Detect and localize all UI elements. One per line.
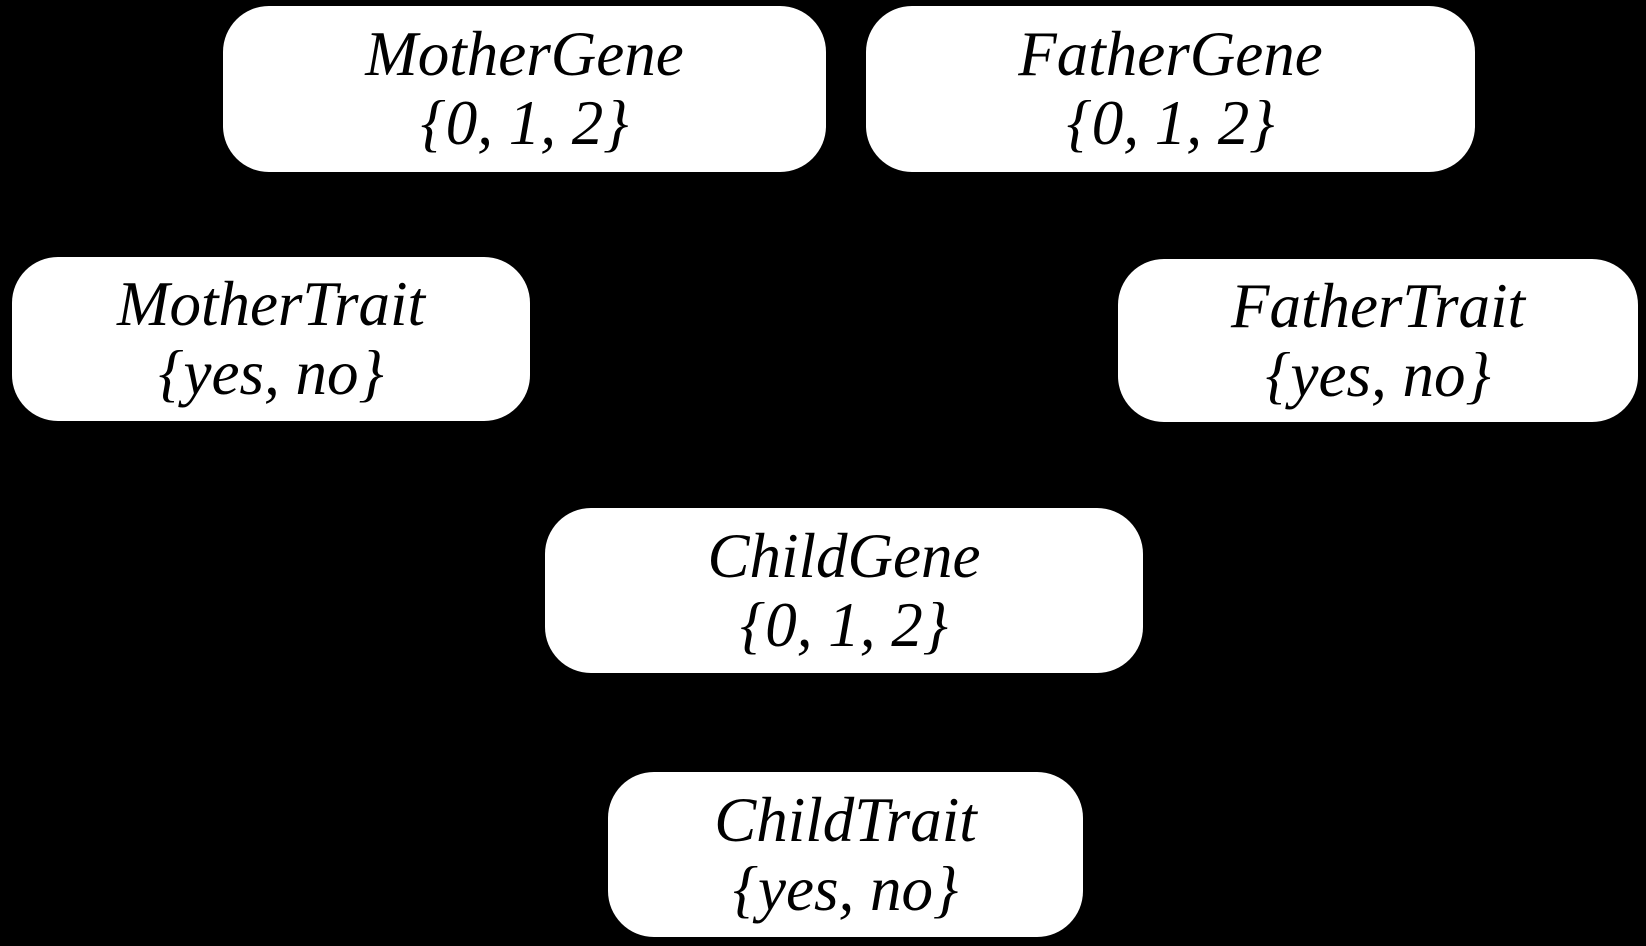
node-mother-trait[interactable]: MotherTrait {yes, no} (12, 257, 530, 421)
node-domain-values: {yes, no} (732, 853, 959, 924)
node-child-trait[interactable]: ChildTrait {yes, no} (608, 772, 1083, 937)
node-label: MotherTrait (116, 269, 426, 339)
node-domain-values: {0, 1, 2} (1066, 88, 1275, 158)
node-label: ChildTrait (714, 784, 977, 855)
node-mother-gene[interactable]: MotherGene {0, 1, 2} (223, 6, 826, 172)
node-father-gene[interactable]: FatherGene {0, 1, 2} (866, 6, 1475, 172)
node-label: ChildGene (707, 520, 981, 591)
node-domain-values: {0, 1, 2} (420, 88, 629, 158)
node-child-gene[interactable]: ChildGene {0, 1, 2} (545, 508, 1143, 673)
node-label: FatherGene (1018, 19, 1323, 89)
node-domain-values: {yes, no} (158, 338, 384, 408)
node-domain-values: {yes, no} (1265, 339, 1491, 410)
node-label: MotherGene (365, 19, 684, 89)
node-domain-values: {0, 1, 2} (740, 589, 948, 660)
node-father-trait[interactable]: FatherTrait {yes, no} (1118, 259, 1638, 422)
node-label: FatherTrait (1230, 270, 1526, 341)
